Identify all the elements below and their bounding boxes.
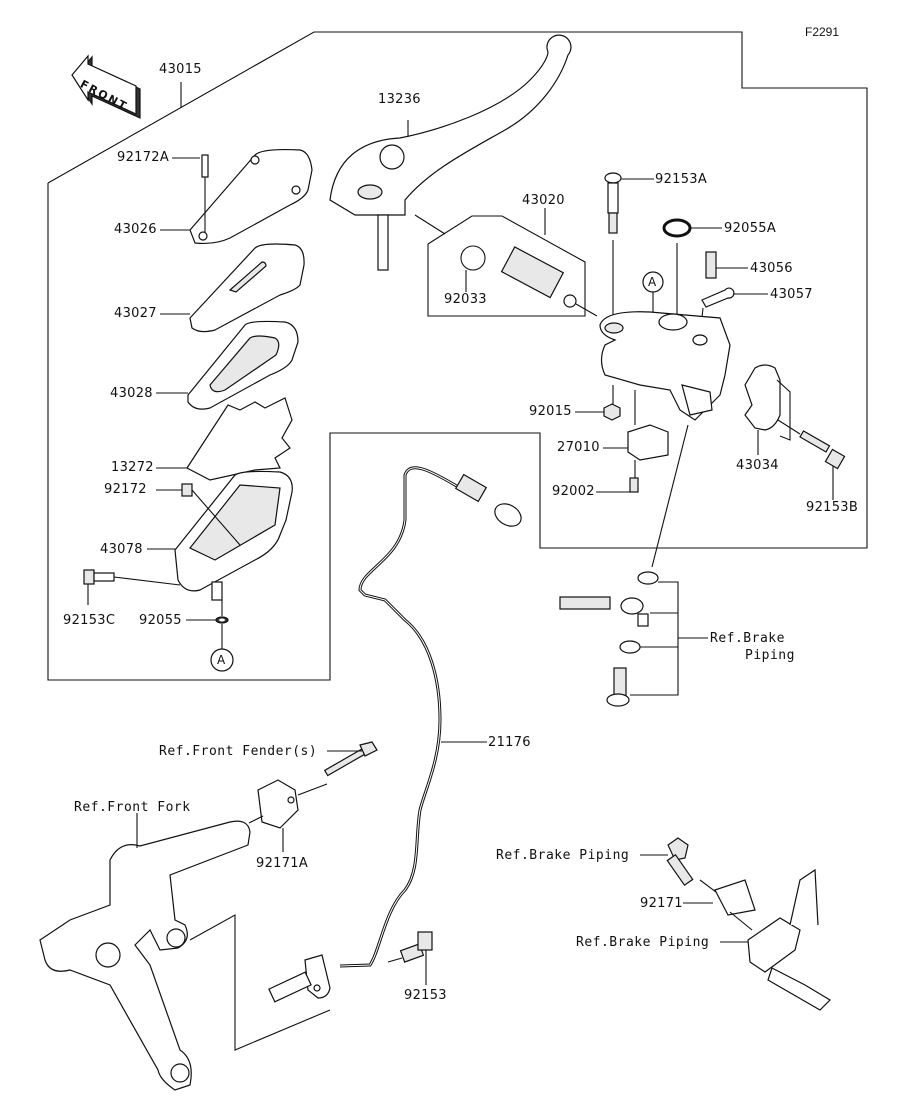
screw-92172	[181, 483, 193, 497]
ref-brake-piping-bolt: Ref.Brake Piping	[496, 848, 630, 863]
bolt-brake-piping	[666, 837, 694, 886]
ref-brake-piping-upper-line2: Piping	[745, 648, 795, 663]
label-43020: 43020	[522, 193, 565, 208]
label-92055: 92055	[139, 613, 182, 628]
ref-brake-piping-upper-line1: Ref.Brake	[710, 631, 785, 646]
washer-lower	[619, 640, 641, 654]
ref-front-fork: Ref.Front Fork	[74, 800, 191, 815]
label-43026: 43026	[114, 222, 157, 237]
diaphragm-43028	[187, 320, 299, 410]
label-92055A: 92055A	[724, 221, 777, 236]
ref-front-fender: Ref.Front Fender(s)	[159, 744, 318, 759]
reservoir-body-43078	[174, 470, 293, 601]
label-43078: 43078	[100, 542, 143, 557]
label-43034: 43034	[736, 458, 779, 473]
label-92171A: 92171A	[256, 856, 309, 871]
brake-junction-block	[747, 868, 831, 1011]
brake-hose-21176	[339, 466, 461, 968]
screw-92153C	[83, 569, 95, 585]
label-43028: 43028	[110, 386, 153, 401]
figure-id: F2291	[805, 25, 840, 39]
bleeder-cap-43057	[701, 287, 735, 308]
label-43027: 43027	[114, 306, 157, 321]
label-13272: 13272	[111, 460, 154, 475]
label-92002: 92002	[552, 484, 595, 499]
callout-marker-a-lower	[210, 648, 234, 672]
label-43057: 43057	[770, 287, 813, 302]
label-92172A: 92172A	[117, 150, 170, 165]
nut-92015	[603, 403, 621, 421]
brake-lever-13236	[329, 34, 572, 271]
reservoir-cap-43026	[189, 148, 313, 245]
front-fork-bracket	[39, 820, 251, 1091]
callout-marker-a-upper-text: A	[648, 275, 657, 289]
bleeder-43056	[705, 251, 717, 279]
screw-92172A	[201, 154, 209, 178]
label-43056: 43056	[750, 261, 793, 276]
washer-upper	[637, 571, 659, 585]
bracket-92171	[714, 879, 756, 916]
clamp-43034	[744, 364, 781, 431]
circlip-92033	[460, 245, 486, 271]
label-92171: 92171	[640, 896, 683, 911]
o-ring-92055A	[662, 218, 692, 238]
label-13236: 13236	[378, 92, 421, 107]
assembly-boundary-43015	[47, 31, 868, 681]
label-92015: 92015	[529, 404, 572, 419]
diaphragm-plate-43027	[189, 243, 305, 333]
callout-marker-a-lower-text: A	[217, 653, 226, 667]
label-92153B: 92153B	[806, 500, 859, 515]
front-arrow-icon	[71, 54, 141, 119]
bolt-92153B	[799, 430, 846, 470]
kit-boundary-43020	[427, 215, 586, 317]
bolt-front-fender	[323, 741, 378, 777]
pivot-bolt-92153A	[604, 172, 622, 234]
label-92153A: 92153A	[655, 172, 708, 187]
ref-brake-piping-block: Ref.Brake Piping	[576, 935, 710, 950]
brake-switch-27010	[627, 424, 669, 461]
wheel-sensor	[268, 954, 331, 1003]
banjo-bolt	[606, 667, 630, 707]
label-92033: 92033	[444, 292, 487, 307]
bolt-92153	[399, 931, 433, 963]
label-21176: 21176	[488, 735, 531, 750]
label-92153: 92153	[404, 988, 447, 1003]
banjo-fitting	[559, 596, 649, 627]
label-27010: 27010	[557, 440, 600, 455]
bracket-92171A	[257, 779, 299, 829]
master-cylinder-body	[599, 311, 731, 421]
screw-92002	[629, 477, 639, 493]
label-92172: 92172	[104, 482, 147, 497]
gasket-13272	[186, 397, 293, 481]
piston-43020	[500, 246, 577, 308]
label-92153C: 92153C	[63, 613, 116, 628]
label-43015: 43015	[159, 62, 202, 77]
